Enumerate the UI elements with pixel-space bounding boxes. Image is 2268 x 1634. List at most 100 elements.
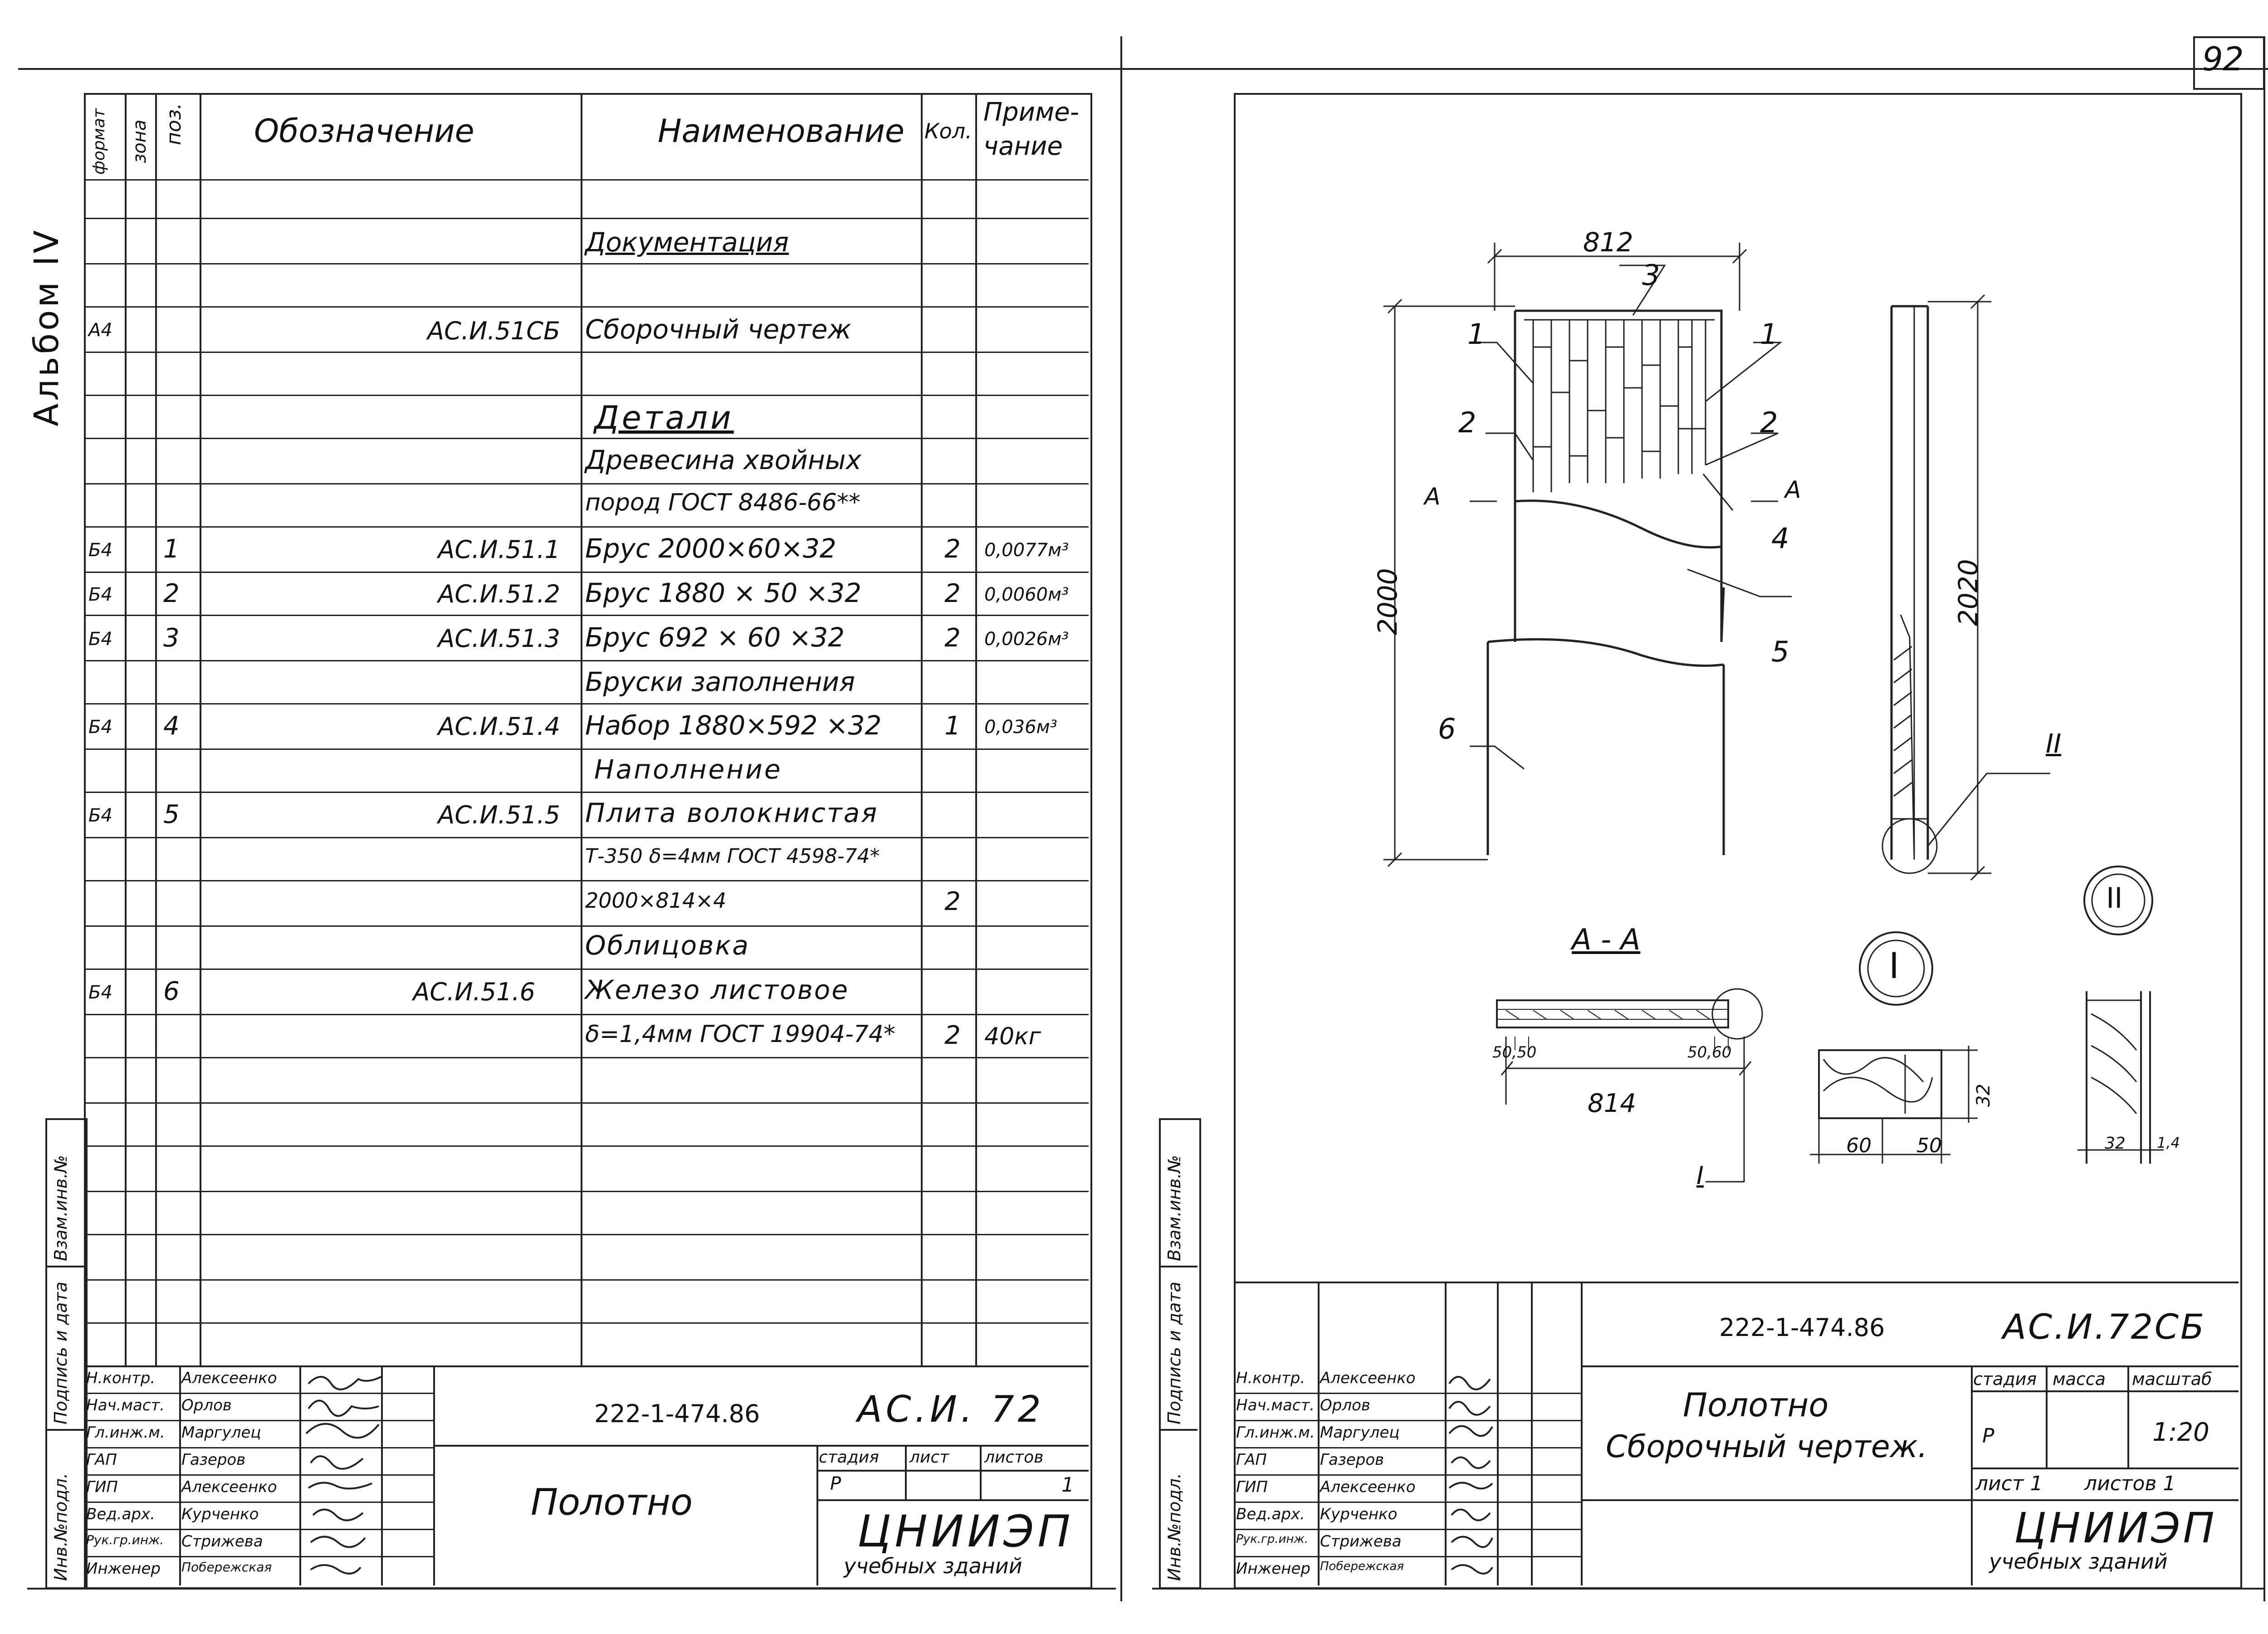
- spec-row-line: [84, 792, 1089, 793]
- spec-row-line: [84, 1057, 1089, 1058]
- stamp-right-doc: АС.И.72СБ: [2003, 1306, 2206, 1347]
- spec-format: А4: [88, 320, 112, 341]
- spec-row-line: [84, 306, 1089, 308]
- stamp-col: [1318, 1282, 1320, 1585]
- stamp-col: [433, 1365, 435, 1585]
- section-aa-title: А - А: [1572, 923, 1641, 957]
- stamp-col: [816, 1445, 818, 1585]
- spec-qty: 2: [944, 534, 961, 564]
- stamp-line: [816, 1499, 1089, 1501]
- spec-row-line: [84, 1234, 1089, 1235]
- spec-name: Сборочный чертеж: [585, 314, 851, 345]
- stamp-right-code: 222-1-474.86: [1719, 1313, 1885, 1342]
- spec-qty: 2: [944, 1021, 961, 1050]
- stamp-left-org: ЦНИИЭП: [857, 1506, 1074, 1557]
- stamp-left-col-stage: стадия: [819, 1448, 879, 1467]
- side-label-sign: Подпись и дата: [1164, 1282, 1184, 1424]
- sig-role: Инженер: [1236, 1560, 1310, 1578]
- side-label-inv: Инв.№подл.: [51, 1473, 71, 1581]
- side-divider: [45, 1429, 84, 1431]
- spec-name: 2000×814×4: [585, 888, 727, 913]
- signature-row-line: [1234, 1502, 1581, 1503]
- callout-1-right: 1: [1760, 318, 1778, 351]
- stamp-top: [1234, 1282, 2239, 1283]
- stamp-right-title-1: Полотно: [1683, 1386, 1829, 1424]
- spec-pos: 2: [163, 579, 180, 608]
- signature-row-line: [84, 1393, 433, 1394]
- col-note-1: Приме-: [983, 98, 1079, 127]
- spec-name: Детали: [594, 399, 734, 436]
- callout-1-left: 1: [1467, 318, 1486, 351]
- dim-aa-right: 50,60: [1687, 1043, 1732, 1062]
- sig-role: Инженер: [86, 1560, 161, 1578]
- stamp-right-org: ЦНИИЭП: [2014, 1504, 2217, 1552]
- sig-name: Маргулец: [1320, 1424, 1400, 1442]
- signature-row-line: [1234, 1556, 1581, 1557]
- col-note-2: чание: [983, 132, 1063, 161]
- spec-row-line: [84, 438, 1089, 439]
- spec-name: Брус 2000×60×32: [585, 533, 836, 564]
- spec-name: Набор 1880×592 ×32: [585, 710, 882, 741]
- side-divider: [1159, 1266, 1198, 1267]
- stamp-left-stage: Р: [830, 1473, 841, 1494]
- signature-row-line: [84, 1502, 433, 1503]
- stamp-left-code: 222-1-474.86: [594, 1399, 760, 1428]
- spec-row-line: [84, 526, 1089, 528]
- stamp-col: [1445, 1282, 1447, 1585]
- node2-dim-32: 32: [2105, 1134, 2126, 1153]
- sig-role: Гл.инж.м.: [86, 1424, 165, 1442]
- spec-format: Б4: [88, 629, 112, 650]
- stamp-line: [1971, 1390, 2239, 1392]
- side-label-inv: Инв.№подл.: [1164, 1473, 1184, 1581]
- side-divider: [45, 1266, 84, 1267]
- side-labels-frame-right: [1159, 1118, 1201, 1589]
- album-label: Альбом IV: [27, 227, 66, 426]
- spec-row-line: [84, 1322, 1089, 1324]
- signature-row-line: [84, 1447, 433, 1448]
- stamp-top: [84, 1365, 1089, 1367]
- stamp-right-col-mass: масса: [2053, 1369, 2106, 1389]
- signature-row-line: [1234, 1447, 1581, 1448]
- node1-dim-60: 60: [1846, 1134, 1872, 1157]
- callout-3: 3: [1642, 259, 1660, 292]
- side-labels-frame: [45, 1118, 88, 1589]
- spec-designation: АС.И.51.6: [413, 978, 535, 1006]
- spec-row-line: [84, 218, 1089, 219]
- spec-name: Т-350 δ=4мм ГОСТ 4598-74*: [585, 845, 880, 868]
- spec-name: Наполнение: [594, 754, 782, 785]
- spec-row-line: [84, 703, 1089, 704]
- signature-row-line: [84, 1474, 433, 1476]
- spec-name: Брус 692 × 60 ×32: [585, 622, 845, 653]
- col-pos: поз.: [162, 103, 186, 145]
- spec-name: δ=1,4мм ГОСТ 19904-74*: [585, 1021, 895, 1048]
- spec-designation: АС.И.51.4: [438, 712, 560, 741]
- callout-4: 4: [1771, 522, 1789, 555]
- top-border: [18, 68, 2268, 70]
- sig-name: Орлов: [1320, 1396, 1370, 1414]
- stamp-left-sheets: 1: [1061, 1473, 1074, 1497]
- dim-side: 2020: [1953, 559, 1984, 626]
- page-number-box: [2193, 36, 2265, 90]
- sig-role: Н.контр.: [1236, 1369, 1305, 1387]
- stamp-col: [1531, 1282, 1533, 1585]
- sig-name: Курченко: [1320, 1505, 1398, 1523]
- sig-name: Побережская: [181, 1560, 272, 1575]
- col-qty: Кол.: [924, 119, 972, 143]
- dim-width: 812: [1583, 227, 1633, 258]
- spec-name: Железо листовое: [585, 974, 849, 1005]
- node-1-label: I: [1889, 946, 1900, 987]
- stamp-left-title: Полотно: [531, 1481, 693, 1523]
- sig-name: Алексеенко: [181, 1369, 277, 1387]
- spec-row-line: [84, 925, 1089, 927]
- dim-aa-width: 814: [1588, 1089, 1636, 1118]
- stamp-col: [2127, 1365, 2129, 1468]
- sig-name: Курченко: [181, 1505, 259, 1523]
- callout-5: 5: [1771, 635, 1789, 668]
- sig-role: Вед.арх.: [1236, 1505, 1305, 1523]
- spec-format: Б4: [88, 584, 112, 605]
- dim-height: 2000: [1372, 568, 1403, 635]
- spec-designation: АС.И.51.1: [438, 535, 560, 564]
- sig-name: Побережская: [1320, 1560, 1404, 1573]
- col-format: формат: [90, 108, 108, 175]
- sig-name: Газеров: [1320, 1451, 1384, 1469]
